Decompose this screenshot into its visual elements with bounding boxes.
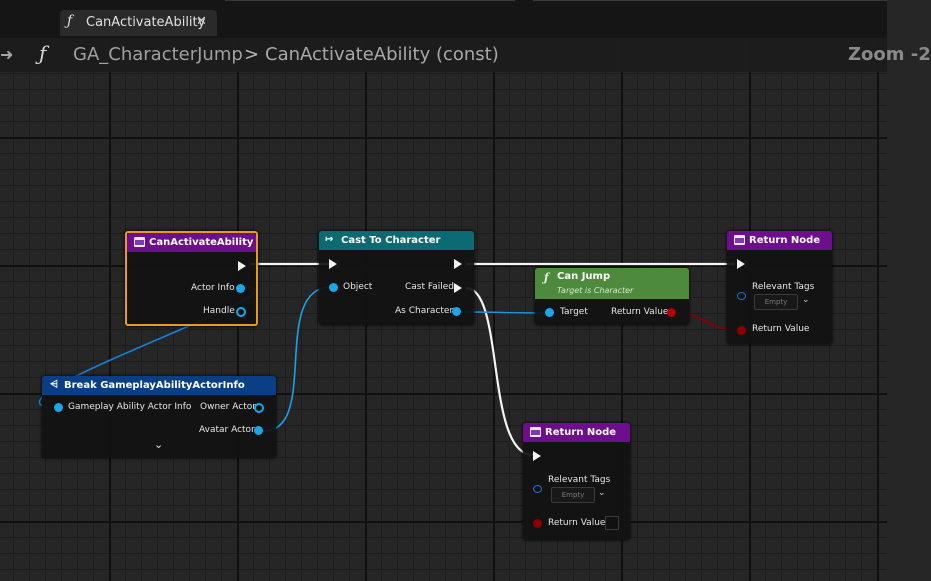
chevron-down-icon[interactable]: ⌄ [802, 295, 810, 305]
tab-bar: ƒ CanActivateAbility ✕ [0, 0, 887, 38]
relevant-tags-pin[interactable] [737, 292, 746, 300]
tab-bar-divider [225, 0, 515, 1]
node-header: ⩤ Break GameplayAbilityActorInfo [42, 376, 276, 395]
pin-label: Target [560, 307, 588, 317]
node-title: Cast To Character [341, 235, 441, 246]
node-title: CanActivateAbility [149, 237, 254, 248]
function-icon [734, 235, 745, 245]
pin-label: Cast Failed [405, 282, 454, 292]
relevant-tags-dropdown[interactable]: Empty [754, 294, 798, 310]
pin-label: Return Value [611, 307, 669, 317]
node-header: Return Node [523, 423, 630, 442]
dropdown-value: Empty [561, 491, 585, 499]
pin-label: Return Value [752, 324, 810, 334]
exec-input-pin[interactable] [737, 259, 745, 269]
return-value-pin[interactable] [737, 326, 746, 335]
arrow-right-icon[interactable]: ➜ [0, 45, 14, 64]
break-actor-info-node[interactable]: ⩤ Break GameplayAbilityActorInfo Gamepla… [42, 376, 276, 458]
pin-label: Owner Actor [200, 402, 256, 412]
pin-label: Relevant Tags [548, 475, 611, 485]
zoom-level: Zoom -2 [848, 44, 931, 65]
node-title: Break GameplayAbilityActorInfo [64, 380, 245, 391]
function-icon [530, 427, 541, 437]
pin-label: Avatar Actor [199, 425, 255, 435]
object-pin[interactable] [329, 283, 338, 292]
node-title: Can Jump [557, 271, 611, 282]
target-pin[interactable] [545, 308, 554, 317]
as-character-pin[interactable] [452, 307, 461, 316]
breadcrumb-function[interactable]: CanActivateAbility (const) [265, 44, 499, 65]
node-subtitle: Target is Character [557, 286, 634, 295]
cast-to-character-node[interactable]: ↦ Cast To Character Object Cast Failed A… [319, 231, 474, 325]
function-icon: ƒ [544, 271, 549, 284]
tab-canactivateability[interactable]: ƒ CanActivateAbility ✕ [60, 10, 217, 36]
actor-info-pin[interactable] [236, 284, 245, 293]
node-header: ↦ Cast To Character [319, 231, 474, 250]
relevant-tags-pin[interactable] [533, 485, 542, 493]
node-title: Return Node [749, 235, 821, 246]
owner-actor-pin[interactable] [254, 403, 264, 413]
node-title: Return Node [545, 427, 617, 438]
return-value-checkbox[interactable] [605, 516, 619, 530]
handle-pin[interactable] [236, 307, 246, 317]
pin-label: Object [343, 282, 373, 292]
cast-failed-exec-pin[interactable] [454, 283, 462, 293]
node-header: ƒ Can Jump Target is Character [535, 268, 689, 299]
exec-output-pin[interactable] [454, 259, 462, 269]
dropdown-value: Empty [764, 298, 788, 306]
close-icon[interactable]: ✕ [196, 14, 207, 29]
pin-label: Handle [203, 306, 235, 316]
function-icon [134, 237, 145, 247]
cast-icon: ↦ [325, 234, 334, 245]
node-header: Return Node [727, 231, 832, 250]
return-node-top[interactable]: Return Node Relevant Tags Empty ⌄ Return… [727, 231, 832, 344]
node-header: CanActivateAbility [127, 233, 256, 252]
breadcrumb: ➜ ƒ GA_CharacterJump > CanActivateAbilit… [0, 38, 931, 72]
can-jump-node[interactable]: ƒ Can Jump Target is Character Target Re… [535, 268, 689, 325]
pin-label: As Character [395, 306, 454, 316]
tab-label: CanActivateAbility [86, 15, 206, 30]
return-value-pin[interactable] [533, 519, 542, 528]
tab-bar-divider [533, 0, 887, 1]
can-activate-ability-node[interactable]: CanActivateAbility Actor Info Handle [125, 231, 258, 326]
relevant-tags-dropdown[interactable]: Empty [551, 487, 595, 503]
exec-input-pin[interactable] [533, 451, 541, 461]
breadcrumb-blueprint[interactable]: GA_CharacterJump [73, 44, 243, 65]
return-value-pin[interactable] [667, 308, 676, 317]
pin-label: Relevant Tags [752, 282, 815, 292]
exec-input-pin[interactable] [329, 259, 337, 269]
breadcrumb-separator: > [244, 44, 260, 65]
function-icon: ƒ [67, 13, 73, 29]
chevron-down-icon[interactable]: ⌄ [598, 488, 606, 498]
break-struct-icon: ⩤ [50, 379, 58, 390]
object-wire [263, 286, 332, 432]
return-node-bottom[interactable]: Return Node Relevant Tags Empty ⌄ Return… [523, 423, 630, 540]
function-icon: ƒ [39, 41, 47, 65]
exec-output-pin[interactable] [238, 261, 246, 271]
pin-label: Actor Info [191, 283, 235, 293]
avatar-actor-pin[interactable] [254, 426, 263, 435]
pin-label: Gameplay Ability Actor Info [68, 402, 192, 412]
actor-info-input-pin[interactable] [54, 403, 63, 412]
chevron-down-icon[interactable]: ⌄ [154, 438, 164, 451]
exec-wire [465, 286, 534, 457]
pin-label: Return Value [548, 518, 606, 528]
